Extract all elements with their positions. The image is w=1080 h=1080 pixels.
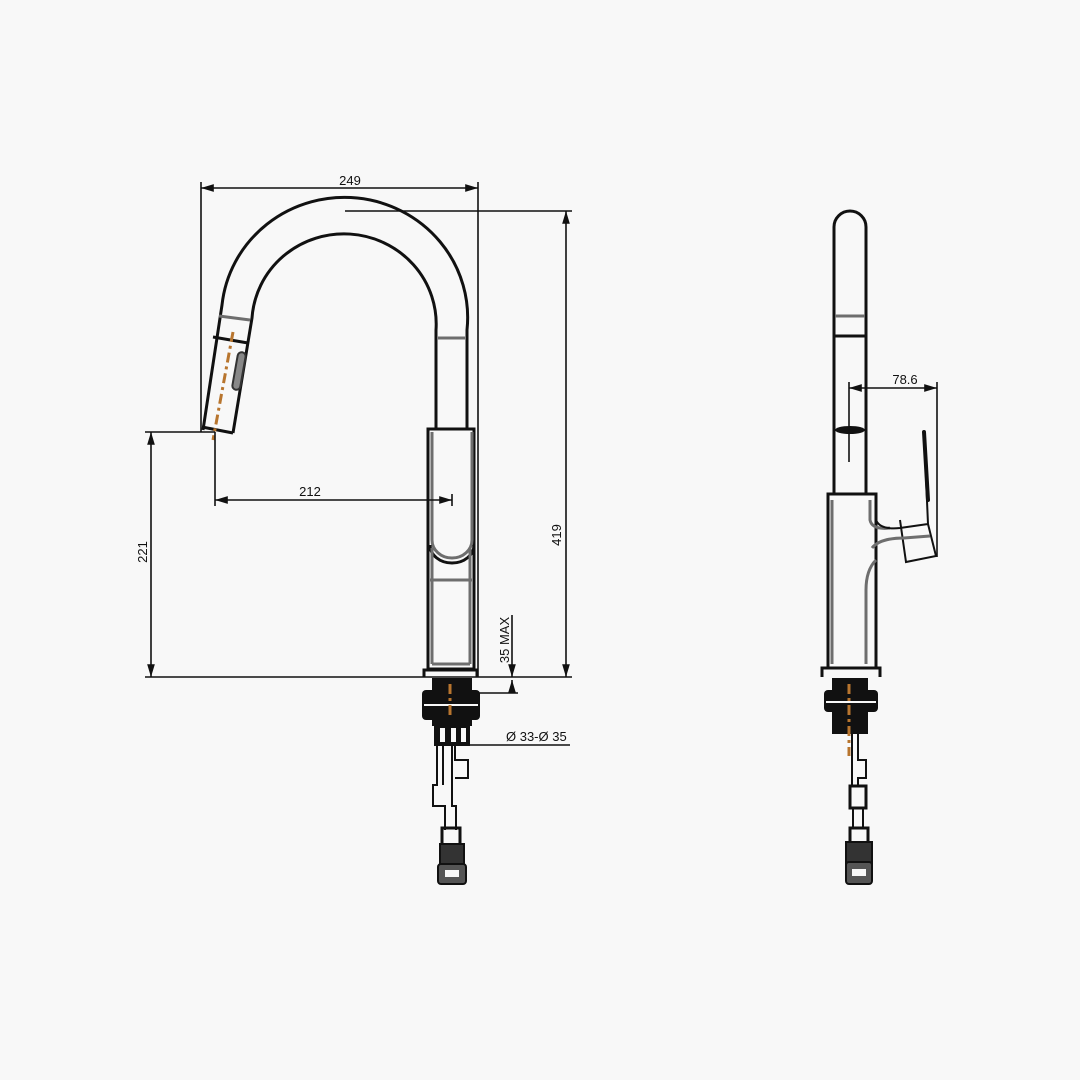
side-spout	[832, 209, 868, 494]
spout-outer	[201, 195, 470, 431]
dim-reach-label: 212	[299, 484, 321, 499]
side-view	[820, 209, 938, 885]
dim-width-label: 249	[339, 173, 361, 188]
dim-lever-offset-label: 78.6	[892, 372, 917, 387]
dim-deck-thickness-label: 35 MAX	[497, 617, 512, 664]
front-view	[201, 195, 480, 885]
front-dimensions: 249 419 221 212 35 MAX Ø 33-Ø 35	[135, 173, 572, 746]
spray-button	[231, 351, 247, 391]
side-dimensions: 78.6	[848, 372, 938, 557]
dim-spout-height-label: 221	[135, 541, 150, 563]
dim-total-height-label: 419	[549, 524, 564, 546]
spout-inner	[231, 232, 438, 434]
dim-hole-diameter-label: Ø 33-Ø 35	[506, 729, 567, 744]
